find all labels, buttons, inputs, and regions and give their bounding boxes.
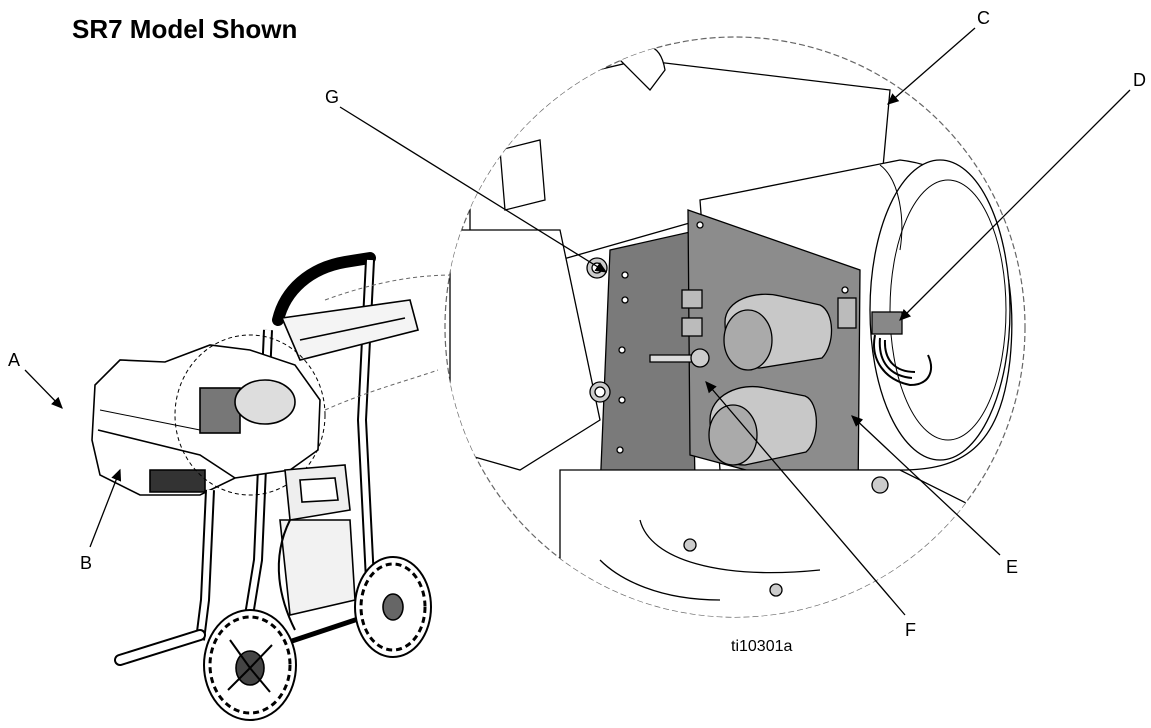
figure-id: ti10301a [731, 638, 793, 655]
leader-f [705, 381, 906, 616]
callout-b: B [80, 553, 93, 573]
callout-d: D [1133, 70, 1146, 90]
cart-handle [272, 252, 376, 326]
leader-g [339, 106, 608, 273]
callout-f: F [905, 620, 916, 640]
control-board [681, 209, 861, 501]
callout-e: E [1006, 557, 1019, 577]
hose [277, 519, 296, 631]
sprayer-cart [91, 252, 432, 721]
detail-connector-bottom [324, 369, 439, 411]
wiring-harness [871, 311, 932, 387]
callout-a: A [8, 350, 21, 370]
leader-a [24, 369, 63, 409]
leader-d [899, 89, 1131, 321]
left-wheel [203, 609, 297, 721]
detail-view [444, 36, 1026, 618]
leader-e [851, 415, 1001, 556]
callout-g: G [325, 87, 340, 107]
leader-b [89, 468, 122, 548]
leader-c [887, 27, 976, 105]
right-wheel [354, 556, 432, 658]
callout-c: C [977, 8, 990, 28]
detail-connector-top [324, 274, 456, 301]
diagram-title: SR7 Model Shown [72, 14, 298, 44]
screw [649, 348, 710, 368]
leader-lines [24, 27, 1131, 616]
